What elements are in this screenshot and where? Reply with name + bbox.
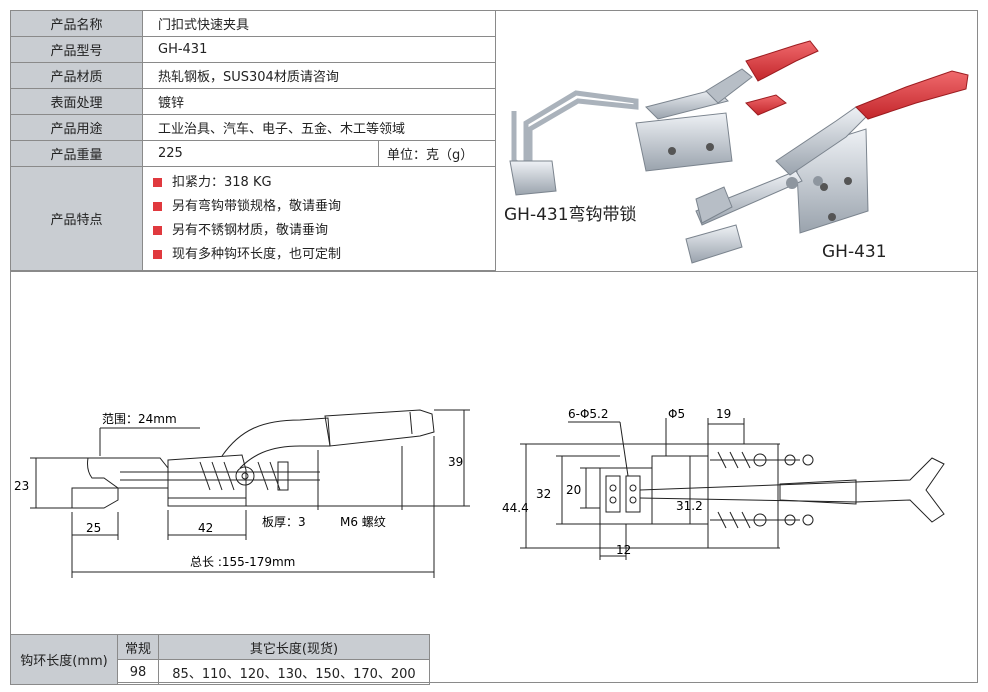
feature-item: 扣紧力：318 KG xyxy=(153,171,495,195)
other-values: 85、110、120、130、150、170、200 xyxy=(158,659,430,685)
bullet-square-icon xyxy=(153,226,162,235)
length-label: 钩环长度(mm) xyxy=(10,634,118,685)
feature-item: 现有多种钩环长度，也可定制 xyxy=(153,243,495,267)
spec-label-name: 产品名称 xyxy=(10,10,143,37)
drawing-panel xyxy=(10,271,978,683)
spec-value-use: 工业治具、汽车、电子、五金、木工等领域 xyxy=(142,114,496,141)
clamp-photo xyxy=(685,70,969,264)
dim-thread: M6 螺纹 xyxy=(340,515,386,529)
bullet-square-icon xyxy=(153,178,162,187)
dim-23: 23 xyxy=(14,479,29,493)
dim-19: 19 xyxy=(716,407,731,421)
standard-header: 常规 xyxy=(117,634,159,660)
spec-weight-unit: 单位：克（g） xyxy=(378,140,496,167)
standard-value: 98 xyxy=(117,659,159,685)
hook-length-table: 钩环长度(mm) 常规 其它长度(现货) 98 85、110、120、130、1… xyxy=(10,634,430,685)
spec-value-surface: 镀锌 xyxy=(142,88,496,115)
dim-31-2: 31.2 xyxy=(676,499,703,513)
spec-label-use: 产品用途 xyxy=(10,114,143,141)
feature-item: 另有弯钩带锁规格，敬请垂询 xyxy=(153,195,495,219)
dim-total-length: 总长 :155-179mm xyxy=(190,555,295,569)
dim-plate-thickness: 板厚：3 xyxy=(262,515,306,529)
bullet-square-icon xyxy=(153,202,162,211)
spec-label-weight: 产品重量 xyxy=(10,140,143,167)
dim-32: 32 xyxy=(536,487,551,501)
product-photo-panel: GH-431弯钩带锁 GH-431 xyxy=(496,10,978,272)
spec-value-model: GH-431 xyxy=(142,36,496,63)
spec-value-material: 热轧钢板，SUS304材质请咨询 xyxy=(142,62,496,89)
photo-caption-left: GH-431弯钩带锁 xyxy=(504,205,637,225)
other-header: 其它长度(现货) xyxy=(158,634,430,660)
dim-20: 20 xyxy=(566,483,581,497)
dim-42: 42 xyxy=(198,521,213,535)
spec-value-features: 扣紧力：318 KG 另有弯钩带锁规格，敬请垂询 另有不锈钢材质，敬请垂询 现有… xyxy=(142,166,496,271)
dim-44-4: 44.4 xyxy=(502,501,529,515)
dim-25: 25 xyxy=(86,521,101,535)
bullet-square-icon xyxy=(153,250,162,259)
clamp-hook-photo xyxy=(509,40,819,196)
dim-phi5: Φ5 xyxy=(668,407,685,421)
dim-12: 12 xyxy=(616,543,631,557)
dim-range: 范围：24mm xyxy=(102,412,177,426)
feature-item: 另有不锈钢材质，敬请垂询 xyxy=(153,219,495,243)
dim-39: 39 xyxy=(448,455,463,469)
spec-label-feature: 产品特点 xyxy=(10,166,143,271)
spec-label-surface: 表面处理 xyxy=(10,88,143,115)
product-photo: GH-431弯钩带锁 GH-431 xyxy=(504,40,969,264)
dim-holes: 6-Φ5.2 xyxy=(568,407,609,421)
photo-caption-right: GH-431 xyxy=(822,242,887,262)
spec-label-material: 产品材质 xyxy=(10,62,143,89)
